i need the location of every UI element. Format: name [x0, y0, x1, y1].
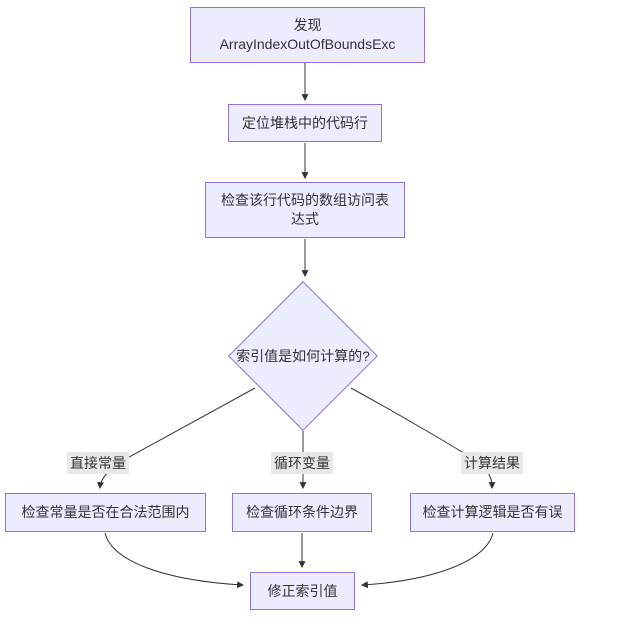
node-found-exception-line1: 发现	[293, 17, 322, 33]
node-check-loop-bounds-label: 检查循环条件边界	[246, 504, 358, 520]
node-locate-stack-line-label: 定位堆栈中的代码行	[242, 114, 368, 131]
node-found-exception: 发现 ArrayIndexOutOfBoundsExc	[190, 7, 425, 63]
node-fix-index-label: 修正索引值	[267, 582, 338, 599]
node-check-array-expression: 检查该行代码的数组访问表达式	[205, 182, 405, 238]
node-check-constant-range: 检查常量是否在合法范围内	[5, 493, 206, 532]
decision-index-calculation-label: 索引值是如何计算的?	[236, 348, 370, 364]
edge-label-direct-constant: 直接常量	[67, 452, 129, 474]
node-check-constant-range-label: 检查常量是否在合法范围内	[21, 504, 190, 520]
node-check-calc-logic: 检查计算逻辑是否有误	[410, 493, 575, 532]
edge-calc-to-fix	[360, 532, 494, 589]
node-check-loop-bounds: 检查循环条件边界	[232, 493, 372, 532]
edge-label-calc-result: 计算结果	[461, 452, 523, 474]
node-fix-index: 修正索引值	[250, 572, 355, 610]
node-check-array-expression-label: 检查该行代码的数组访问表达式	[221, 192, 389, 227]
edge-label-loop-variable: 循环变量	[271, 452, 333, 474]
node-locate-stack-line: 定位堆栈中的代码行	[228, 104, 382, 142]
node-check-calc-logic-label: 检查计算逻辑是否有误	[422, 504, 563, 520]
edge-constant-to-fix	[104, 532, 245, 589]
node-found-exception-line2: ArrayIndexOutOfBoundsExc	[219, 36, 396, 52]
